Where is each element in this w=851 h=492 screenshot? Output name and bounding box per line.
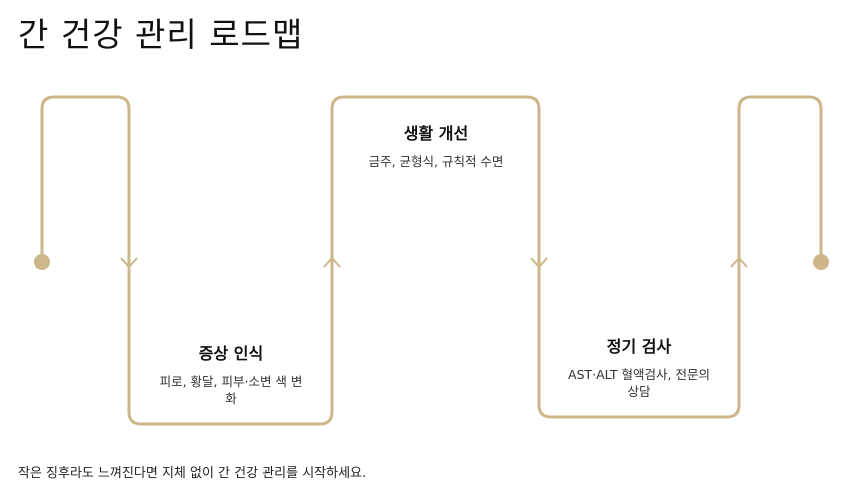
arrow-up-icon xyxy=(730,256,748,268)
step-description: 금주, 균형식, 규칙적 수면 xyxy=(368,154,504,169)
end-dot xyxy=(813,254,829,270)
arrow-up-icon xyxy=(323,256,341,268)
start-dot xyxy=(34,254,50,270)
arrow-down-icon xyxy=(120,257,138,269)
step-lifestyle-improvement: 생활 개선 금주, 균형식, 규칙적 수면 xyxy=(362,120,510,170)
step-title: 증상 인식 xyxy=(198,344,264,363)
arrow-down-icon xyxy=(530,257,548,269)
roadmap-line xyxy=(40,95,823,426)
step-symptom-recognition: 증상 인식 피로, 황달, 피부·소변 색 변화 xyxy=(155,340,307,407)
step-description: AST·ALT 혈액검사, 전문의 상담 xyxy=(568,367,710,399)
step-title: 정기 검사 xyxy=(606,337,672,356)
step-description: 피로, 황달, 피부·소변 색 변화 xyxy=(159,374,303,406)
page-title: 간 건강 관리 로드맵 xyxy=(18,15,304,54)
step-regular-checkup: 정기 검사 AST·ALT 혈액검사, 전문의 상담 xyxy=(562,333,716,400)
footnote: 작은 징후라도 느껴진다면 지체 없이 간 건강 관리를 시작하세요. xyxy=(18,466,367,481)
step-title: 생활 개선 xyxy=(403,124,469,143)
